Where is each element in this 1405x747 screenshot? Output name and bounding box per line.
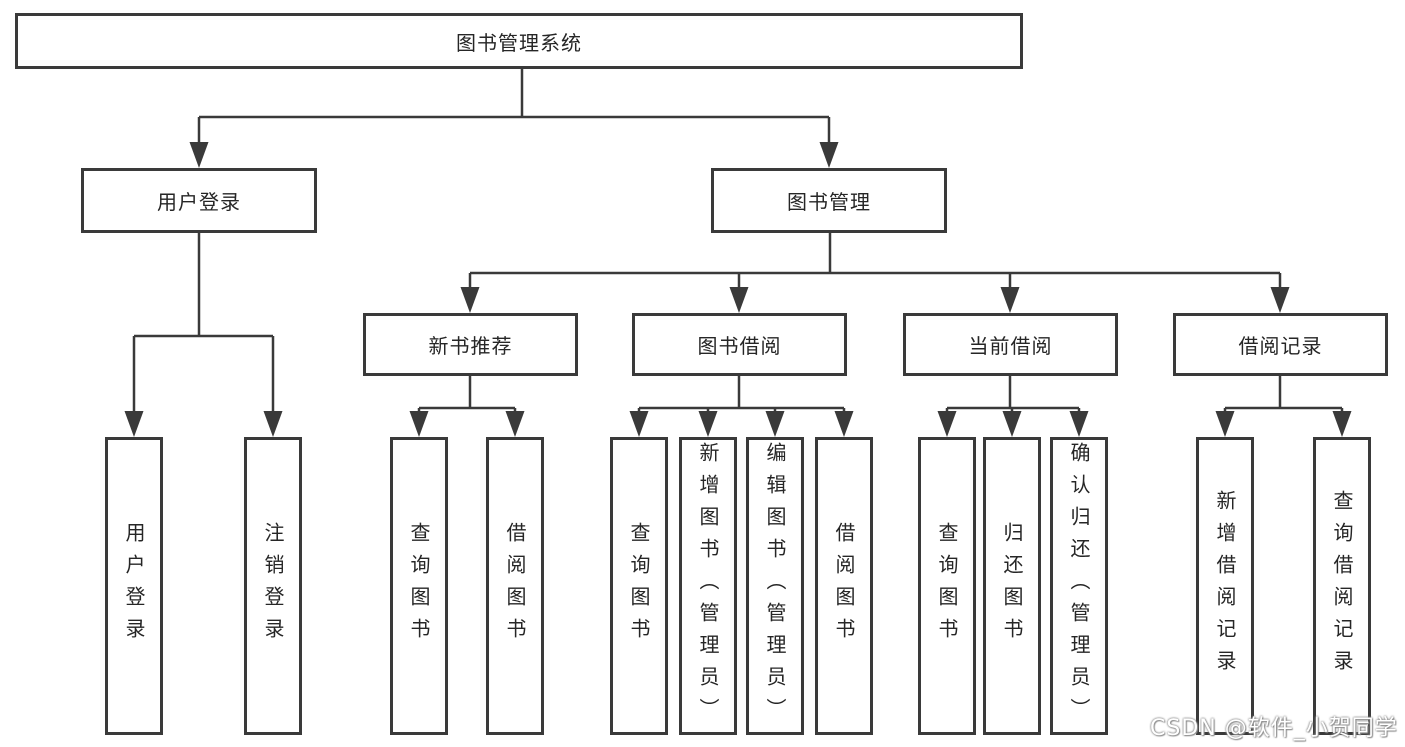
arrowhead bbox=[629, 411, 649, 437]
node-book-management-label: 图书管理 bbox=[787, 190, 871, 214]
leaf-query-book-recommend-label: 查询图书 bbox=[407, 522, 431, 650]
arrowhead bbox=[698, 411, 718, 437]
node-root-library-system: 图书管理系统 bbox=[15, 13, 1023, 69]
node-borrow-record-label: 借阅记录 bbox=[1238, 334, 1323, 358]
arrowheads bbox=[124, 142, 1352, 437]
connector-borrowrecord-to-leaves bbox=[1223, 376, 1344, 413]
leaf-user-login-label: 用户登录 bbox=[122, 522, 146, 650]
leaf-confirm-return-admin-label: 确认归还（管理员） bbox=[1067, 442, 1091, 730]
leaf-edit-book-admin: 编辑图书（管理员） bbox=[746, 437, 804, 735]
leaf-borrow-book: 借阅图书 bbox=[815, 437, 873, 735]
arrowhead bbox=[834, 411, 854, 437]
arrowhead bbox=[124, 411, 144, 437]
node-book-borrow-label: 图书借阅 bbox=[697, 334, 782, 358]
arrowhead bbox=[1002, 411, 1022, 437]
node-book-borrow: 图书借阅 bbox=[632, 313, 847, 376]
leaf-add-book-admin-label: 新增图书（管理员） bbox=[696, 442, 720, 730]
node-current-borrow-label: 当前借阅 bbox=[968, 334, 1053, 358]
arrowhead bbox=[1270, 287, 1290, 313]
arrowhead bbox=[460, 287, 480, 313]
leaf-query-book-current: 查询图书 bbox=[918, 437, 976, 735]
arrowhead bbox=[1332, 411, 1352, 437]
leaf-borrow-book-recommend-label: 借阅图书 bbox=[503, 522, 527, 650]
node-book-management: 图书管理 bbox=[711, 168, 947, 233]
leaf-borrow-book-label: 借阅图书 bbox=[832, 522, 856, 650]
leaf-return-book: 归还图书 bbox=[983, 437, 1041, 735]
connector-currentborrow-to-leaves bbox=[945, 376, 1081, 413]
node-current-borrow: 当前借阅 bbox=[903, 313, 1118, 376]
arrowhead bbox=[1069, 411, 1089, 437]
leaf-edit-book-admin-label: 编辑图书（管理员） bbox=[763, 442, 787, 730]
leaf-query-book-borrow-label: 查询图书 bbox=[627, 522, 651, 650]
leaf-query-borrow-record-label: 查询借阅记录 bbox=[1330, 490, 1354, 682]
arrowhead bbox=[409, 411, 429, 437]
leaf-query-book-borrow: 查询图书 bbox=[610, 437, 668, 735]
leaf-add-borrow-record-label: 新增借阅记录 bbox=[1213, 490, 1237, 682]
arrowhead bbox=[819, 142, 839, 168]
leaf-query-book-recommend: 查询图书 bbox=[390, 437, 448, 735]
connector-root-to-level2 bbox=[197, 68, 831, 144]
leaf-add-borrow-record: 新增借阅记录 bbox=[1196, 437, 1254, 735]
arrowhead bbox=[1000, 287, 1020, 313]
csdn-watermark: CSDN @软件_小贺同学 bbox=[1150, 716, 1398, 741]
leaf-logout-login: 注销登录 bbox=[244, 437, 302, 735]
arrowhead bbox=[1215, 411, 1235, 437]
leaf-query-borrow-record: 查询借阅记录 bbox=[1313, 437, 1371, 735]
node-borrow-record: 借阅记录 bbox=[1173, 313, 1388, 376]
node-new-book-recommend: 新书推荐 bbox=[363, 313, 578, 376]
node-root-label: 图书管理系统 bbox=[456, 30, 582, 55]
arrowhead bbox=[937, 411, 957, 437]
leaf-logout-login-label: 注销登录 bbox=[261, 522, 285, 650]
leaf-user-login: 用户登录 bbox=[105, 437, 163, 735]
connector-userlogin-to-leaves bbox=[132, 233, 275, 413]
leaf-return-book-label: 归还图书 bbox=[1000, 522, 1024, 650]
connector-bookborrow-to-leaves bbox=[637, 376, 846, 413]
leaf-add-book-admin: 新增图书（管理员） bbox=[679, 437, 737, 735]
connector-newbook-to-leaves bbox=[417, 376, 517, 413]
arrowhead bbox=[505, 411, 525, 437]
node-new-book-recommend-label: 新书推荐 bbox=[428, 334, 513, 358]
node-user-login-label: 用户登录 bbox=[157, 190, 241, 214]
leaf-query-book-current-label: 查询图书 bbox=[935, 522, 959, 650]
connector-bookmgmt-to-groups bbox=[468, 233, 1282, 289]
arrowhead bbox=[189, 142, 209, 168]
leaf-confirm-return-admin: 确认归还（管理员） bbox=[1050, 437, 1108, 735]
arrowhead bbox=[729, 287, 749, 313]
node-user-login: 用户登录 bbox=[81, 168, 317, 233]
arrowhead bbox=[263, 411, 283, 437]
leaf-borrow-book-recommend: 借阅图书 bbox=[486, 437, 544, 735]
arrowhead bbox=[765, 411, 785, 437]
